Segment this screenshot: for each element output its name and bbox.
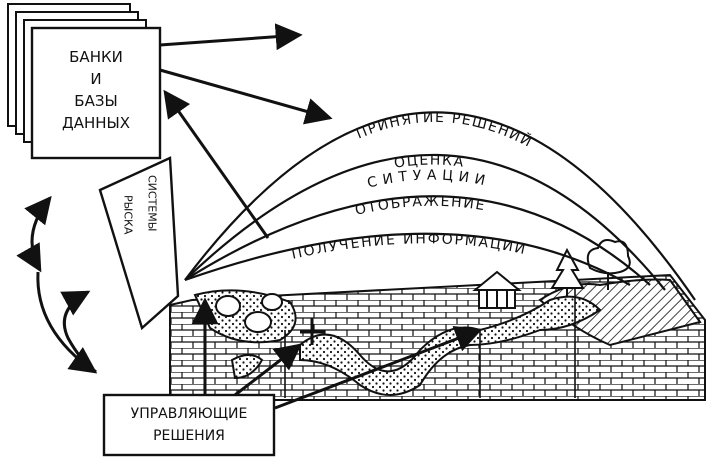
arc-label-display: ОТОБРАЖЕНИЕ <box>354 194 488 219</box>
arc-label-information: ПОЛУЧЕНИЕ ИНФОРМАЦИИ <box>290 231 528 262</box>
control-box: УПРАВЛЯЮЩИЕ РЕШЕНИЯ <box>102 393 276 457</box>
deciduous-tree-icon <box>586 239 631 290</box>
arrow-to-layer <box>274 326 483 410</box>
pebble <box>215 295 241 317</box>
pebble <box>261 293 283 311</box>
card-column-left: РЫСКА <box>122 195 135 235</box>
feedback-arrow-left <box>36 271 98 374</box>
small-lens <box>230 354 264 380</box>
feedback-arrow-top <box>16 195 52 273</box>
building-icon <box>472 270 522 309</box>
arc-label-decision: ПРИНЯТИЕ РЕШЕНИЙ <box>354 110 536 152</box>
arrow-to-sensor <box>234 343 303 397</box>
bank-line-2: И <box>90 70 101 88</box>
terrain-block <box>169 273 706 401</box>
arc-label-evaluation-2: СИТУАЦИИ <box>366 167 493 191</box>
arc-label-evaluation-1: ОЦЕНКА <box>393 152 466 171</box>
card-column-right: СИСТЕМЫ <box>146 175 159 231</box>
sensor-cross-icon <box>300 318 325 345</box>
control-line-2: РЕШЕНИЯ <box>153 428 225 444</box>
pine-tree-icon <box>550 247 585 296</box>
bank-line-1: БАНКИ <box>69 48 123 66</box>
control-line-1: УПРАВЛЯЮЩИЕ <box>131 406 248 422</box>
pebble <box>244 311 272 333</box>
data-bank-stack: БАНКИ И БАЗЫ ДАННЫХ <box>7 3 162 160</box>
flow-arrows <box>16 23 483 410</box>
system-card: РЫСКА СИСТЕМЫ <box>98 156 180 331</box>
arrow-to-decision <box>159 23 303 51</box>
arrow-to-evaluation <box>159 68 333 125</box>
feedback-arrow-inner <box>60 290 97 374</box>
arrow-from-information <box>163 89 270 239</box>
bank-line-4: ДАННЫХ <box>62 114 130 132</box>
bank-line-3: БАЗЫ <box>74 92 117 110</box>
